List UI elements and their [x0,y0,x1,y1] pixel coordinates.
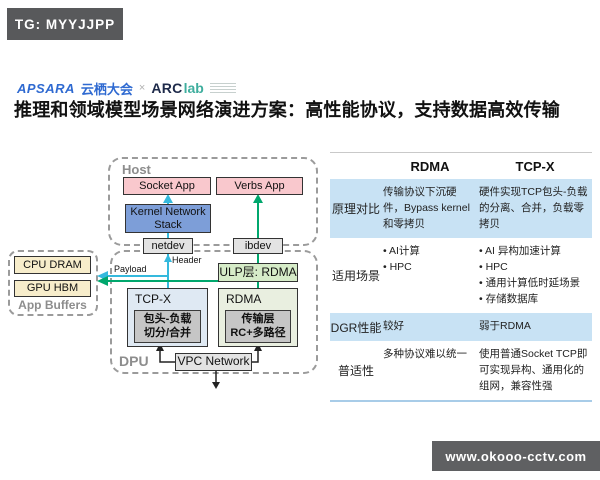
watermark-url-badge: www.okooo-cctv.com [432,441,600,471]
x-separator: × [138,82,146,94]
netdev-node: netdev [143,238,193,254]
tcpx-cell: • AI 异构加速计算 • HPC • 通用计算低时延场景 • 存储数据库 [479,245,581,305]
app-buffers-zone-label: App Buffers [18,298,87,312]
tcpx-function-box: 包头-负载 切分/合并 [134,310,201,343]
table-row-scenarios: 适用场景 • AI计算 • HPC • AI 异构加速计算 • HPC • 通用… [330,238,592,313]
vpc-network-node: VPC Network [175,353,252,371]
tcpx-protocol-box: TCP-X 包头-负载 切分/合并 [127,288,208,347]
watermark-tg-badge: TG: MYYJJPP [7,8,123,40]
row-label: 普适性 [337,364,374,379]
cpu-dram-node: CPU DRAM [14,256,91,274]
yunqi-conference-logo: 云栖大会 [80,81,133,97]
row-label: DGR性能 [330,320,382,335]
network-architecture-diagram: Host DPU App Buffers Socket App Verbs Ap… [0,150,330,400]
tcpx-cell: 使用普通Socket TCP即可实现异构、通用化的组网，兼容性强 [479,348,588,392]
apsara-logo: APSARA [17,80,75,96]
rdma-protocol-box: RDMA 传输层 RC+多路径 [218,288,298,347]
rdma-cell: • AI计算 • HPC [383,245,420,273]
rdma-cell: 多种协议难以统一 [383,348,467,360]
table-header-rdma: RDMA [410,158,450,174]
header-flow-label: Header [172,255,202,265]
rdma-protocol-title: RDMA [226,292,262,306]
host-zone-label: Host [122,162,151,177]
arclab-certification-mark [209,82,236,94]
arclab-logo-lab: lab [183,80,204,96]
rdma-cell: 较好 [383,320,404,333]
verbs-app-node: Verbs App [216,177,303,195]
rdma-tcpx-comparison-table: RDMA TCP-X 原理对比 传输协议下沉硬件，Bypass kernel和零… [330,152,592,403]
table-row-dgr-performance: DGR性能 较好 弱于RDMA [330,313,592,341]
table-row-principle: 原理对比 传输协议下沉硬件，Bypass kernel和零拷贝 硬件实现TCP包… [330,179,592,239]
host-zone [108,157,318,246]
tcpx-protocol-title: TCP-X [135,292,171,306]
payload-flow-label: Payload [114,264,147,274]
ibdev-node: ibdev [233,238,283,254]
table-row-universality: 普适性 多种协议难以统一 使用普通Socket TCP即可实现异构、通用化的组网… [330,341,592,403]
page-title: 推理和领域模型场景网络演进方案：高性能协议，支持数据高效传输 [14,100,560,120]
kernel-network-stack-node: Kernel Network Stack [125,204,211,233]
tcpx-cell: 硬件实现TCP包头-负载的分离、合并，负载零拷贝 [479,186,588,230]
table-header-tcpx: TCP-X [515,158,555,174]
table-header-row: RDMA TCP-X [330,153,592,179]
dpu-zone-label: DPU [119,353,149,369]
rdma-function-box: 传输层 RC+多路径 [225,310,291,343]
dpu-zone [110,250,318,374]
logo-row: APSARA 云栖大会 × ARC lab [17,79,236,97]
gpu-hbm-node: GPU HBM [14,280,91,297]
arclab-logo-arc: ARC [151,80,183,96]
socket-app-node: Socket App [123,177,211,195]
row-label: 原理对比 [331,202,380,217]
rdma-cell: 传输协议下沉硬件，Bypass kernel和零拷贝 [383,186,470,230]
ulp-rdma-node: ULP层: RDMA [218,263,298,282]
tcpx-cell: 弱于RDMA [479,320,531,333]
row-label: 适用场景 [331,269,380,284]
